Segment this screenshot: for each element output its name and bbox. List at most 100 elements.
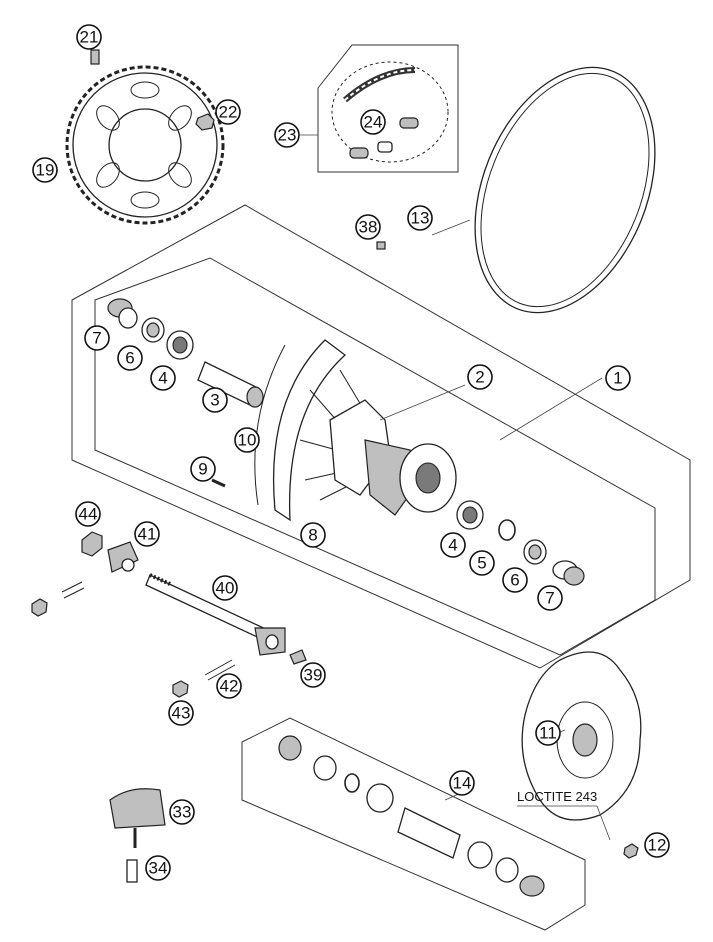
svg-text:21: 21 <box>80 28 99 47</box>
adjuster-bolt-left <box>31 581 85 617</box>
callout-14: 14 <box>449 770 475 796</box>
rim-lock <box>109 788 166 848</box>
callout-39: 39 <box>300 662 326 688</box>
leader-13 <box>431 219 471 236</box>
callout-11: 11 <box>535 720 561 746</box>
svg-text:40: 40 <box>216 579 235 598</box>
svg-text:7: 7 <box>545 589 554 608</box>
callout-9: 9 <box>190 456 216 482</box>
callout-1: 1 <box>605 365 631 391</box>
svg-text:11: 11 <box>539 724 557 743</box>
svg-text:9: 9 <box>198 460 207 479</box>
svg-text:39: 39 <box>304 666 323 685</box>
spacer-left <box>107 298 138 329</box>
callout-5: 5 <box>469 550 495 576</box>
brake-disc <box>521 651 642 821</box>
loctite-note: LOCTITE 243 <box>517 789 611 841</box>
callout-12: 12 <box>644 832 670 858</box>
rim <box>254 339 347 522</box>
chain-kit-frame <box>317 44 459 173</box>
svg-text:43: 43 <box>172 704 191 723</box>
axle-sleeve <box>197 361 264 408</box>
spoke-nipple <box>376 241 386 250</box>
svg-text:22: 22 <box>219 103 238 122</box>
svg-text:19: 19 <box>36 161 55 180</box>
callout-4b: 4 <box>440 532 466 558</box>
rim-band <box>474 66 656 314</box>
callout-7a: 7 <box>84 325 110 351</box>
rear-sprocket <box>65 65 225 225</box>
svg-text:3: 3 <box>210 391 219 410</box>
chain-loop <box>331 61 449 163</box>
callout-42: 42 <box>216 673 242 699</box>
seal-ring-right <box>523 539 547 565</box>
hub-assembly-frame <box>94 257 656 656</box>
adjuster-nut <box>172 680 189 698</box>
svg-text:5: 5 <box>477 554 486 573</box>
svg-text:8: 8 <box>308 526 317 545</box>
hub-spokes <box>299 369 371 501</box>
callout-19: 19 <box>32 157 58 183</box>
svg-text:12: 12 <box>648 836 667 855</box>
leader-2 <box>379 384 466 421</box>
svg-text:4: 4 <box>158 369 167 388</box>
svg-text:41: 41 <box>138 525 157 544</box>
callout-34: 34 <box>145 855 171 881</box>
callout-7b: 7 <box>537 585 563 611</box>
axle-nut <box>81 531 103 557</box>
svg-text:10: 10 <box>238 431 257 450</box>
callout-3: 3 <box>202 387 228 413</box>
hub <box>329 399 457 516</box>
callout-6a: 6 <box>117 345 143 371</box>
spacer-right <box>552 560 585 586</box>
callout-40: 40 <box>212 575 238 601</box>
adjuster-bolt-right <box>204 659 236 681</box>
svg-text:7: 7 <box>92 329 101 348</box>
wheel-assembly-frame <box>71 204 691 669</box>
svg-text:42: 42 <box>220 677 239 696</box>
callout-22: 22 <box>215 99 241 125</box>
svg-text:24: 24 <box>364 113 383 132</box>
chain-link <box>349 117 419 159</box>
hub-service-kit-frame <box>241 717 586 931</box>
svg-text:4: 4 <box>448 536 457 555</box>
screw <box>211 478 226 488</box>
callout-38: 38 <box>355 214 381 240</box>
callout-4a: 4 <box>150 365 176 391</box>
svg-text:44: 44 <box>79 505 98 524</box>
svg-text:6: 6 <box>510 571 519 590</box>
callout-21: 21 <box>76 24 102 50</box>
callout-33: 33 <box>169 799 195 825</box>
callout-2: 2 <box>467 364 493 390</box>
sprocket-nut <box>195 113 215 131</box>
callout-44: 44 <box>75 501 101 527</box>
leader-1 <box>499 377 603 441</box>
svg-text:33: 33 <box>173 803 192 822</box>
bearing-right <box>456 500 484 530</box>
adjuster-screw <box>289 649 307 665</box>
service-kit-parts <box>278 735 545 897</box>
callout-24: 24 <box>360 109 386 135</box>
callout-6b: 6 <box>502 567 528 593</box>
callout-13: 13 <box>407 205 433 231</box>
callout-23: 23 <box>274 122 300 148</box>
axle <box>145 573 273 643</box>
axle-block-right <box>254 627 286 656</box>
axle-block-left <box>107 541 139 573</box>
sprocket-bolt <box>90 49 100 65</box>
callout-41: 41 <box>134 521 160 547</box>
svg-text:38: 38 <box>359 218 378 237</box>
disc-bolt <box>623 843 639 859</box>
seal-ring-left <box>141 317 165 343</box>
loctite-label: LOCTITE 243 <box>517 789 597 804</box>
callout-10: 10 <box>234 427 260 453</box>
bearing-left <box>166 330 194 360</box>
svg-text:23: 23 <box>278 126 297 145</box>
svg-text:34: 34 <box>149 859 168 878</box>
svg-text:6: 6 <box>125 349 134 368</box>
svg-text:14: 14 <box>453 774 472 793</box>
rim-lock-nut <box>126 859 138 883</box>
callout-8: 8 <box>300 522 326 548</box>
